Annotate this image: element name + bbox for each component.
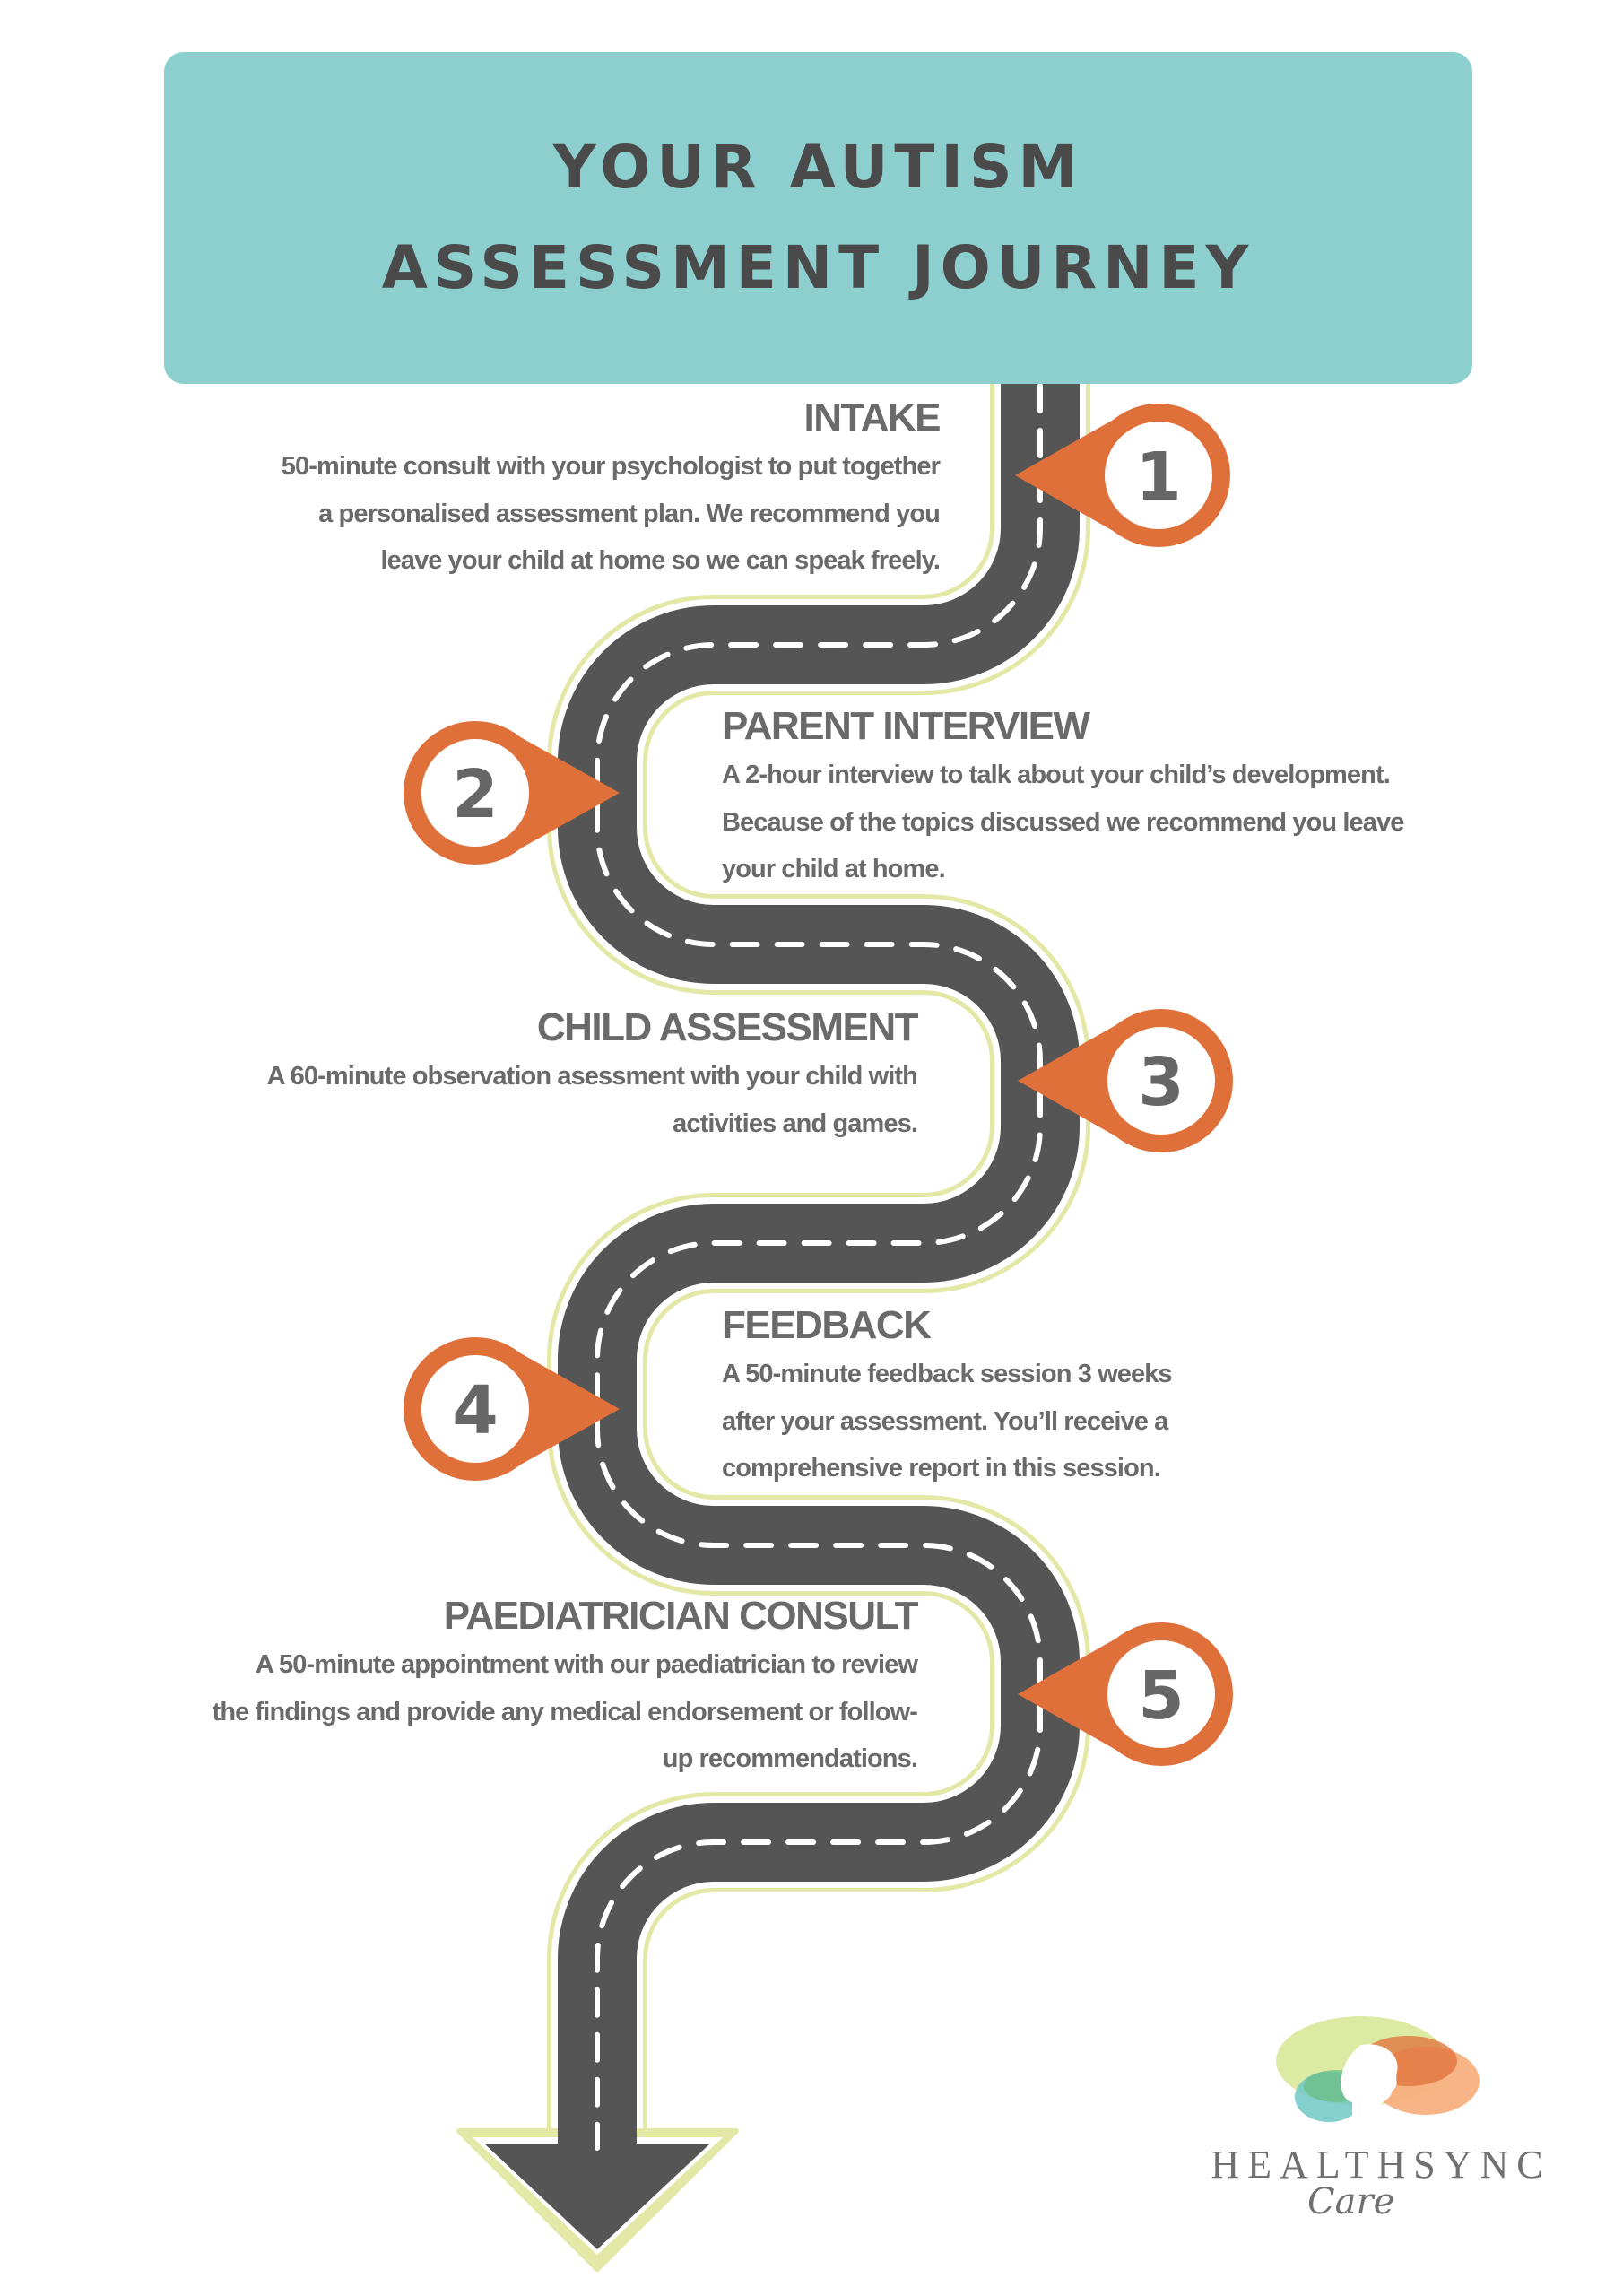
map-pin-3: 3 — [1018, 1009, 1233, 1152]
healthsync-logo: HEALTHSYNC Care — [1202, 2009, 1560, 2269]
step-paediatrician-consult: PAEDIATRICIAN CONSULT A 50-minute appoin… — [212, 1591, 919, 1783]
step-text-line: the findings and provide any medical end… — [212, 1697, 918, 1726]
pin-number: 3 — [1138, 1044, 1185, 1121]
step-text-line: A 60-minute observation asessment with y… — [266, 1062, 918, 1091]
title-line-2: ASSESSMENT JOURNEY — [381, 233, 1255, 302]
step-heading: PARENT INTERVIEW — [722, 704, 1090, 748]
step-text-line: Because of the topics discussed we recom… — [722, 807, 1404, 837]
pin-number: 4 — [452, 1372, 499, 1449]
step-heading: CHILD ASSESSMENT — [536, 1005, 919, 1049]
road-arrow-head — [484, 2144, 710, 2249]
pin-number: 1 — [1135, 439, 1182, 516]
step-text-line: your child at home. — [722, 855, 946, 883]
step-parent-interview: PARENT INTERVIEW A 2-hour interview to t… — [722, 701, 1404, 893]
road-center-dashes — [595, 338, 1043, 2151]
step-text-line: A 50-minute feedback session 3 weeks — [722, 1360, 1173, 1388]
step-text-line: activities and games. — [673, 1109, 918, 1138]
map-pin-5: 5 — [1018, 1622, 1233, 1766]
step-text-line: after your assessment. You’ll receive a — [722, 1406, 1168, 1436]
step-heading: INTAKE — [803, 396, 941, 439]
title-banner: YOUR AUTISM ASSESSMENT JOURNEY — [164, 52, 1472, 384]
step-child-assessment: CHILD ASSESSMENT A 60-minute observation… — [266, 1003, 919, 1147]
logo-mark-icon — [1276, 2016, 1480, 2126]
step-text-line: 50-minute consult with your psychologist… — [281, 452, 941, 481]
step-heading: PAEDIATRICIAN CONSULT — [443, 1594, 919, 1638]
map-pin-1: 1 — [1015, 404, 1230, 547]
step-text-line: A 2-hour interview to talk about your ch… — [722, 761, 1391, 789]
step-text-line: a personalised assessment plan. We recom… — [318, 499, 941, 528]
step-heading: FEEDBACK — [722, 1303, 932, 1347]
step-text-line: up recommendations. — [662, 1744, 918, 1773]
map-pin-2: 2 — [404, 721, 620, 865]
map-pin-4: 4 — [404, 1337, 620, 1481]
logo-name: HEALTHSYNC — [1211, 2143, 1551, 2187]
step-intake: INTAKE 50-minute consult with your psych… — [281, 393, 942, 585]
step-text-line: leave your child at home so we can speak… — [380, 546, 940, 575]
step-text-line: comprehensive report in this session. — [722, 1454, 1161, 1483]
step-feedback: FEEDBACK A 50-minute feedback session 3 … — [722, 1300, 1173, 1492]
pin-number: 2 — [452, 756, 499, 833]
logo-subtitle: Care — [1307, 2181, 1395, 2222]
step-text-line: A 50-minute appointment with our paediat… — [255, 1650, 918, 1679]
pin-number: 5 — [1138, 1657, 1185, 1735]
title-line-1: YOUR AUTISM — [552, 133, 1084, 202]
